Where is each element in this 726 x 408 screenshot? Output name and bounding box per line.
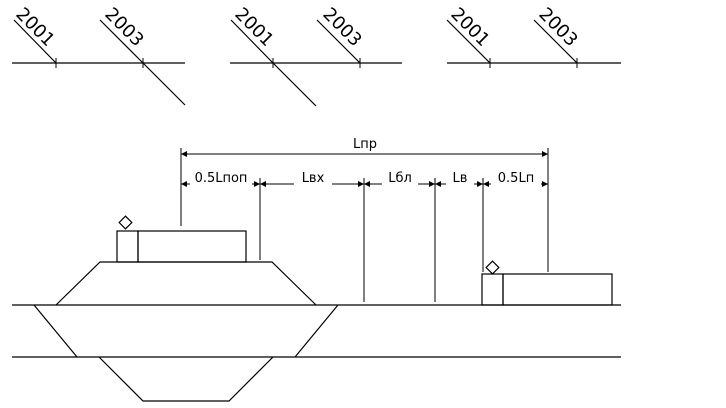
right-signal-icon [485, 260, 500, 275]
switch-label-2003: 2003 [318, 4, 365, 51]
switch-group-2: 2001 2003 [230, 4, 402, 107]
embankment-outline [55, 261, 317, 306]
track-section [12, 215, 621, 402]
switch-group-1: 2001 2003 [11, 4, 186, 106]
left-vehicle-body [137, 230, 247, 263]
dim-segment-3-label: Lбл [388, 171, 412, 186]
dim-segment-1-label: 0.5Lпоп [195, 171, 248, 186]
right-vehicle-cab [481, 273, 504, 306]
dim-total-label: Lпр [353, 137, 377, 152]
switch-label-2001: 2001 [11, 4, 58, 51]
switch-group-3: 2001 2003 [446, 4, 621, 68]
left-signal-icon [118, 215, 133, 230]
dim-segment-4-label: Lв [453, 171, 468, 186]
dim-segment-5-label: 0.5Lп [498, 171, 534, 186]
left-vehicle-cab [116, 230, 139, 263]
right-vehicle-body [502, 273, 613, 306]
cut-outline [98, 356, 274, 402]
dim-segment-2-label: Lвх [302, 171, 325, 186]
dimension-lines: Lпр 0.5Lпоп Lвх Lбл Lв 0.5Lп [180, 136, 549, 302]
